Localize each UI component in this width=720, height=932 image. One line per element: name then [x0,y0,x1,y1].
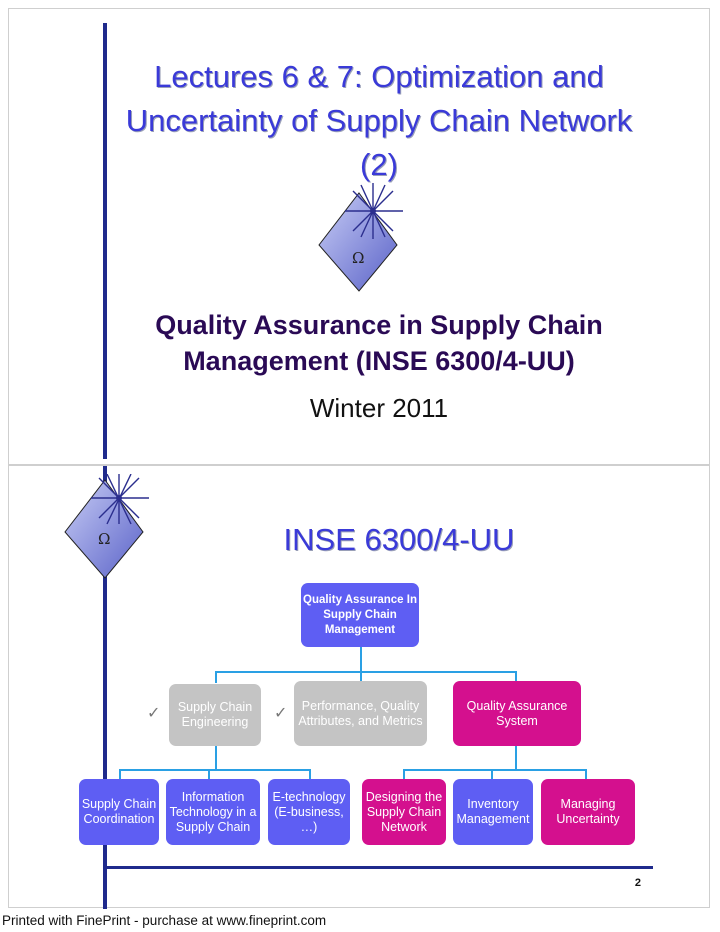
connector-line [360,646,362,672]
slide-1-vertical-bar [103,23,107,459]
page-number: 2 [634,877,641,889]
connector-line [585,769,587,779]
org-box-quality-assurance-system: Quality Assurance System [453,681,581,746]
org-root-box: Quality Assurance In Supply Chain Manage… [301,583,419,647]
connector-line [208,769,210,779]
slide-2-vertical-bar [103,466,107,909]
org-root-label: Quality Assurance In Supply Chain Manage… [303,593,417,636]
connector-line [515,746,517,770]
connector-line [360,671,362,683]
org-box-label: Supply Chain Coordination [81,797,157,826]
org-box-performance-metrics: Performance, Quality Attributes, and Met… [294,681,427,746]
slide-2-bottom-rule [103,866,653,869]
slide-2-title: INSE 6300/4-UU [283,522,515,557]
connector-line [491,769,493,779]
org-box-inventory-management: Inventory Management [453,779,533,845]
connector-line [119,769,121,779]
omega-symbol: Ω [98,530,111,548]
org-box-label: Inventory Management [456,797,530,826]
connector-line [515,671,517,683]
org-box-label: Supply Chain Engineering [177,700,253,729]
org-box-e-technology: E-technology (E-business, …) [268,779,350,845]
org-box-supply-chain-coordination: Supply Chain Coordination [79,779,159,845]
org-box-label: Quality Assurance System [466,698,568,728]
checkmark-icon: ✓ [274,705,288,722]
omega-symbol: Ω [352,249,365,267]
checkmark-icon: ✓ [147,705,161,722]
org-box-label: Managing Uncertainty [556,797,620,826]
connector-line [403,769,405,779]
org-box-label: Information Technology in a Supply Chain [169,789,257,834]
connector-line [309,769,311,779]
org-box-designing-network: Designing the Supply Chain Network [362,779,446,845]
org-box-managing-uncertainty: Managing Uncertainty [541,779,635,845]
print-footer: Printed with FinePrint - purchase at www… [2,913,327,928]
term-label: Winter 2011 [309,393,449,423]
slide-2: Ω INSE 6300/4-UU Quality Assurance In Su… [8,465,710,909]
diamond-star-logo-icon: Ω [311,181,407,293]
connector-line [215,746,217,770]
org-box-label: Designing the Supply Chain Network [365,789,443,834]
org-box-label: Performance, Quality Attributes, and Met… [298,698,423,728]
connector-line [215,671,217,683]
diamond-star-logo-icon: Ω [57,473,153,586]
connector-line [215,671,517,673]
course-subtitle: Quality Assurance in Supply Chain Manage… [155,310,603,376]
org-box-information-technology: Information Technology in a Supply Chain [166,779,260,845]
slide-1-title: Lectures 6 & 7: Optimization and Uncerta… [125,59,633,182]
org-box-label: E-technology (E-business, …) [272,789,346,834]
connector-line [119,769,311,771]
org-box-supply-chain-engineering: Supply Chain Engineering [169,684,261,746]
connector-line [403,769,587,771]
slide-1: Lectures 6 & 7: Optimization and Uncerta… [8,8,710,465]
